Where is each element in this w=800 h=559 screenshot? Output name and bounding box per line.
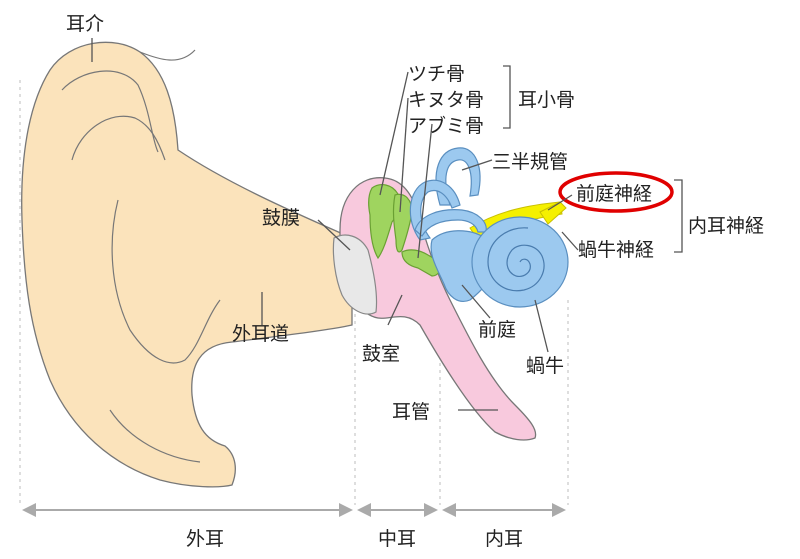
auricle-helix-top	[139, 49, 196, 61]
label-ossicles: 耳小骨	[518, 89, 575, 111]
eardrum-shape	[332, 234, 378, 315]
auricle-fold-inner	[71, 115, 166, 161]
label-cochlea: 蝸牛	[526, 355, 564, 377]
label-inner-ear-nerve: 内耳神経	[688, 215, 764, 237]
leader-cochlear-nerve	[561, 231, 579, 251]
leader-eardrum	[317, 219, 351, 251]
auricle-lobe-line	[109, 409, 201, 463]
label-tympanic-cavity: 鼓室	[362, 343, 400, 365]
leader-stapes	[417, 123, 433, 259]
semicircular-canals-shape	[409, 147, 487, 241]
auricle-shape	[21, 41, 353, 488]
label-ear-canal: 外耳道	[232, 323, 289, 345]
label-vestibular-nerve: 前庭神経	[576, 183, 652, 205]
leader-vestibule	[461, 284, 491, 319]
label-auricle: 耳介	[66, 13, 104, 35]
incus-shape	[392, 193, 413, 253]
label-region-outer: 外耳	[186, 528, 224, 550]
label-malleus: ツチ骨	[408, 63, 465, 85]
cochlea-shape	[471, 216, 569, 308]
leader-incus	[399, 97, 409, 213]
region-arrow-middle	[357, 503, 438, 517]
auricle-fold-outer	[61, 70, 159, 153]
label-eardrum: 鼓膜	[262, 207, 300, 229]
leader-malleus	[379, 71, 409, 196]
label-cochlear-nerve: 蝸牛神経	[578, 239, 654, 261]
vestibular-nerve-highlight	[558, 171, 674, 213]
tympanic-cavity-shape	[339, 177, 537, 441]
label-semicircular-canals: 三半規管	[492, 151, 568, 173]
leader-cochlea	[534, 299, 549, 353]
label-stapes: アブミ骨	[408, 114, 484, 137]
label-eustachian-tube: 耳管	[392, 401, 430, 423]
label-region-middle: 中耳	[378, 528, 416, 550]
inner-ear-nerve-bracket	[674, 179, 683, 253]
leader-vestibular-nerve	[547, 194, 573, 211]
label-incus: キヌタ骨	[408, 89, 484, 111]
cochlear-nerve-shape	[539, 201, 567, 225]
malleus-shape	[368, 184, 401, 260]
label-region-inner: 内耳	[485, 528, 523, 550]
label-vestibule: 前庭	[478, 319, 516, 341]
leader-tympanic	[387, 294, 403, 326]
region-arrow-inner	[442, 503, 566, 517]
ossicles-bracket	[503, 65, 511, 129]
leader-semicircular	[461, 159, 493, 171]
auricle-concha	[111, 199, 221, 364]
region-arrow-outer	[22, 503, 353, 517]
